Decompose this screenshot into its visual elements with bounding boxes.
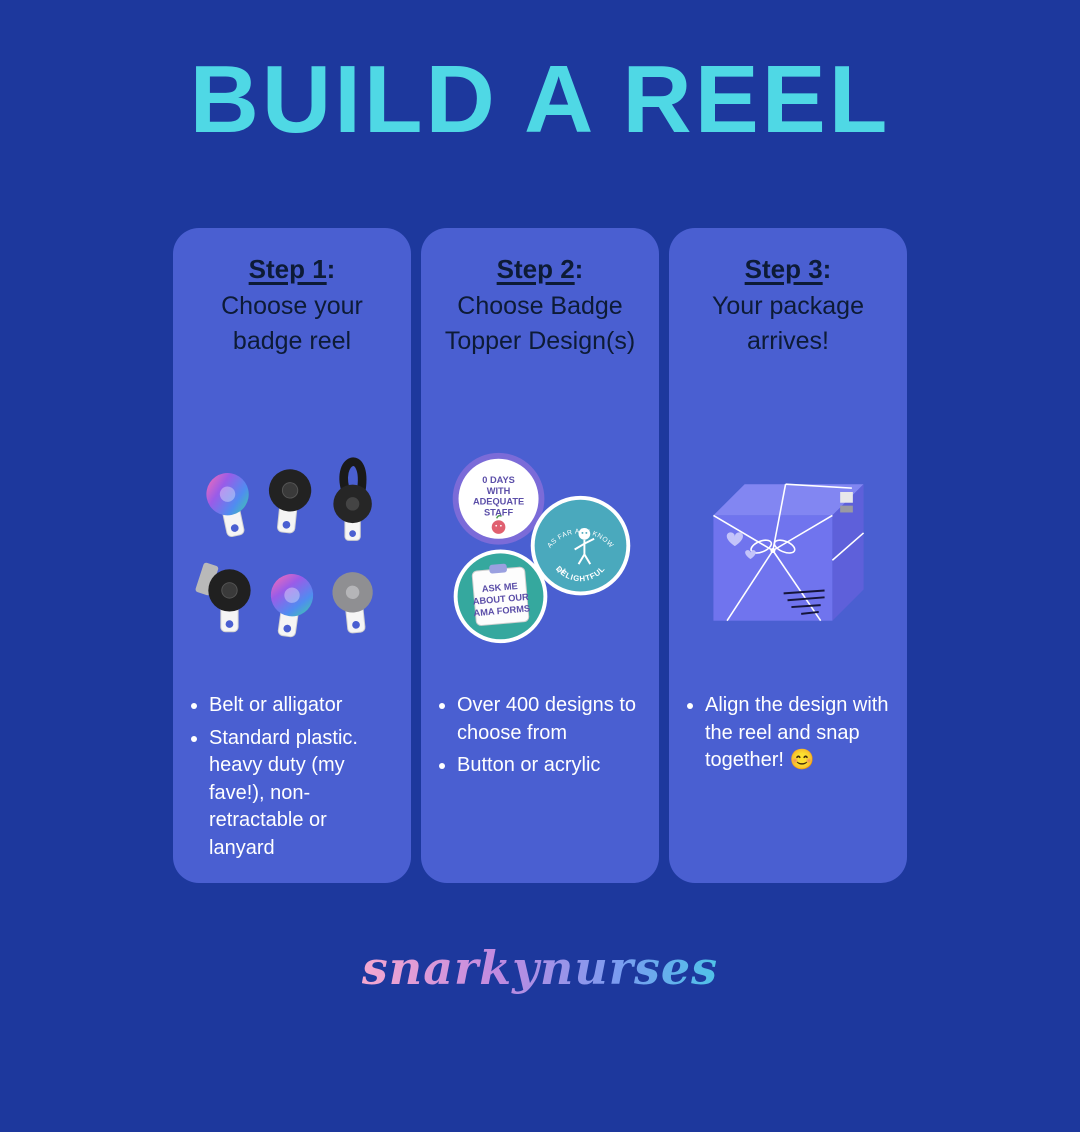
staff-badge-line-1: 0 DAYS: [482, 475, 515, 485]
card-3-bullet-list: Align the design with the reel and snap …: [669, 692, 907, 780]
staff-badge-line-4: STAFF: [483, 507, 512, 517]
card-3-heading: Your package arrives!: [712, 292, 864, 355]
bullet-item: Align the design with the reel and snap …: [705, 692, 893, 775]
package-illustration: [669, 416, 907, 684]
staff-badge-line-2: WITH: [486, 486, 510, 496]
page-root: BUILD A REEL Step 1: Choose your badge r…: [0, 52, 1080, 995]
badge-reels-image: [195, 457, 373, 638]
bullet-item: Over 400 designs to choose from: [457, 692, 645, 747]
ribbon-bow-icon: [749, 538, 796, 554]
step-2-label-text: Step 2: [496, 254, 575, 284]
step-card-3: Step 3: Your package arrives!: [669, 228, 907, 883]
skeleton-icon: [573, 528, 595, 565]
delightful-badge-icon: AS FAR AS I KNOW I'M: [530, 495, 630, 596]
bullet-item: Button or acrylic: [457, 752, 645, 780]
card-1-heading: Choose your badge reel: [221, 292, 363, 355]
angry-fruit-icon: [491, 514, 505, 534]
ama-badge-icon: ASK ME ABOUT OUR AMA FORMS: [453, 549, 547, 644]
badge-toppers-image: 0 DAYS WITH ADEQUATE STAFF: [452, 452, 630, 644]
shipping-label-icon: [839, 491, 853, 512]
slide-clip-badge-reel-icon: [195, 562, 251, 633]
bullet-item: Belt or alligator: [209, 692, 397, 720]
delightful-badge-im-text: I'M: [557, 568, 566, 575]
ama-badge-line-2: ABOUT OUR: [472, 592, 529, 607]
bullet-item: Standard plastic. heavy duty (my fave!),…: [209, 725, 397, 863]
step-1-label: Step 1:: [189, 254, 395, 285]
step-3-colon: :: [822, 254, 832, 284]
staff-badge-line-3: ADEQUATE: [472, 497, 523, 507]
step-2-colon: :: [574, 254, 584, 284]
ama-badge-line-1: ASK ME: [481, 581, 518, 594]
clipboard-icon: ASK ME ABOUT OUR AMA FORMS: [471, 563, 530, 626]
step-3-label: Step 3:: [685, 254, 891, 285]
card-3-head: Step 3: Your package arrives!: [669, 254, 907, 416]
address-lines-icon: [783, 589, 825, 615]
lanyard-badge-reel-icon: [333, 457, 372, 541]
staff-badge-icon: 0 DAYS WITH ADEQUATE STAFF: [452, 452, 544, 545]
step-1-colon: :: [326, 254, 336, 284]
badge-toppers-illustration: 0 DAYS WITH ADEQUATE STAFF: [421, 416, 659, 684]
package-icon: [712, 482, 864, 621]
card-2-head: Step 2: Choose Badge Topper Design(s): [421, 254, 659, 416]
page-title: BUILD A REEL: [189, 46, 891, 153]
step-2-label: Step 2:: [437, 254, 643, 285]
brand-logo: snarkynurses: [361, 941, 719, 995]
step-3-label-text: Step 3: [744, 254, 823, 284]
card-2-heading: Choose Badge Topper Design(s): [444, 292, 636, 355]
ama-badge-line-3: AMA FORMS: [473, 603, 530, 618]
step-card-2: Step 2: Choose Badge Topper Design(s) 0 …: [421, 228, 659, 883]
steps-container: Step 1: Choose your badge reel: [0, 228, 1080, 883]
footer: snarkynurses: [0, 941, 1080, 995]
ribbon-icon: [712, 482, 864, 621]
rainbow-badge-reel-icon-2: [270, 574, 314, 638]
gray-badge-reel-icon: [332, 572, 373, 634]
package-image: [712, 482, 864, 621]
card-1-head: Step 1: Choose your badge reel: [173, 254, 411, 416]
heart-icon: [726, 531, 756, 559]
badge-reels-illustration: [173, 416, 411, 684]
rainbow-badge-reel-icon: [206, 473, 249, 537]
step-1-label-text: Step 1: [248, 254, 327, 284]
black-badge-reel-icon: [268, 469, 312, 534]
card-2-bullet-list: Over 400 designs to choose from Button o…: [421, 692, 659, 785]
step-card-1: Step 1: Choose your badge reel: [173, 228, 411, 883]
card-1-bullet-list: Belt or alligator Standard plastic. heav…: [173, 692, 411, 868]
